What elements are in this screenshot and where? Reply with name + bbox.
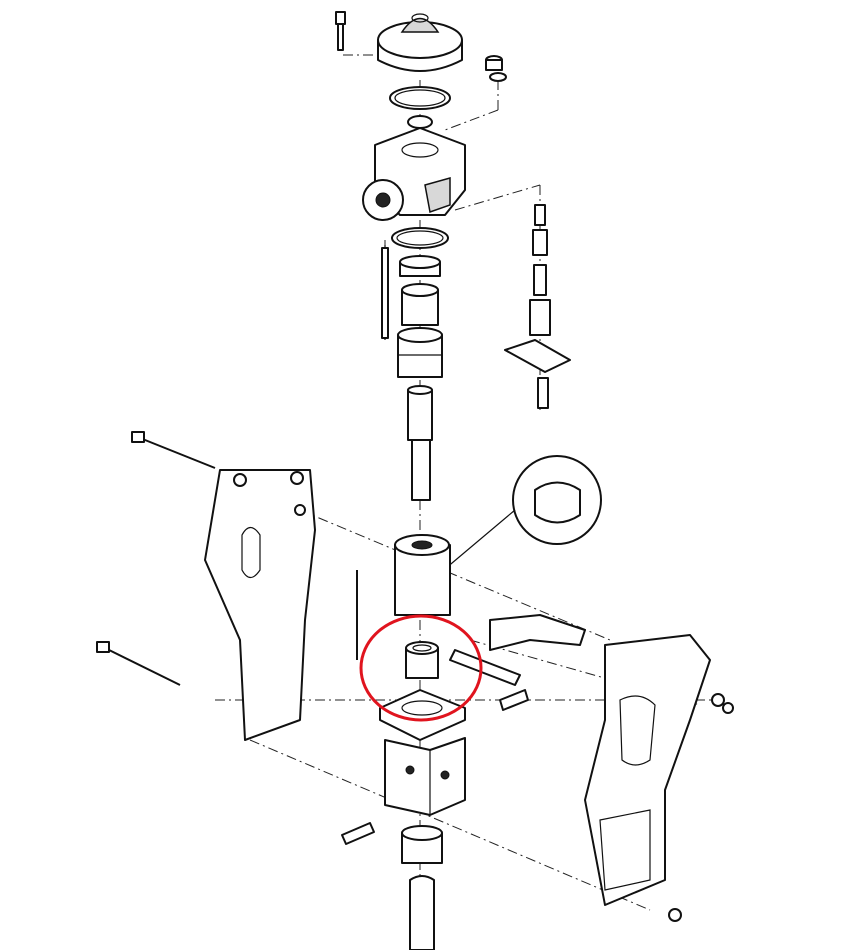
side-plate-right [584,634,711,906]
front-head-plate [379,689,466,741]
chisel-tool [409,875,435,950]
front-head [384,737,466,816]
o-ring-lower-inner [396,230,444,246]
wear-bracket [489,614,586,651]
o-ring [389,86,451,110]
tie-rod-upper [381,245,389,340]
top-bolt [335,11,346,51]
cylinder-sleeve [397,327,443,378]
lower-bushing [401,825,443,864]
seal-ring [399,255,441,277]
valve-body [362,127,466,221]
plug [485,55,507,82]
detail-callout [419,455,602,591]
valve-sleeve [401,283,439,326]
retaining-pins [341,649,529,845]
through-bolts-left [96,431,216,686]
piston [407,385,433,501]
nuts-right [668,693,734,922]
side-plate-left [204,469,316,741]
highlighted-bushing [405,641,439,679]
cylinder [394,534,451,616]
check-valve-stack [504,204,571,409]
o-ring-inner [394,89,446,107]
top-cap [377,13,463,72]
highlight-circle [359,614,483,722]
seal [407,115,433,129]
